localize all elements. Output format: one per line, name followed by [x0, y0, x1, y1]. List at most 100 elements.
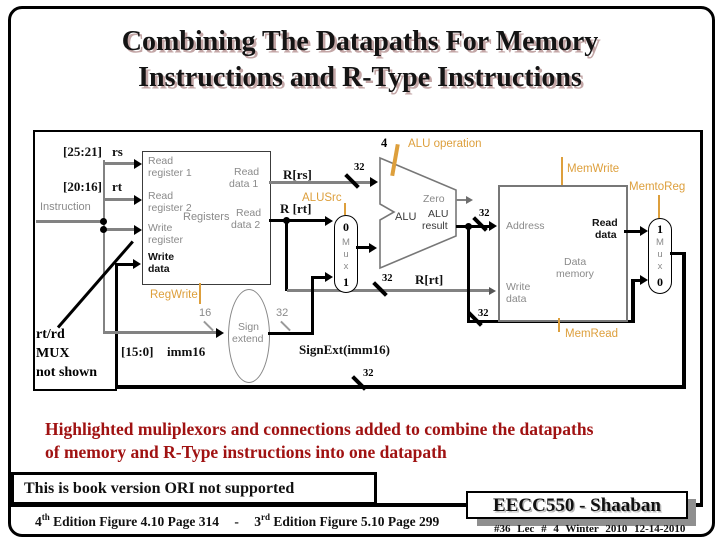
data-memory-label: Data	[564, 256, 587, 268]
alu-result-label: ALU	[428, 208, 449, 220]
rs-bits-label: [25:21]	[63, 144, 102, 159]
wire-mux1-to-alu	[356, 246, 372, 249]
r-rt2-label: R[rt]	[415, 272, 444, 287]
wire-r-rt	[269, 219, 329, 222]
memtoreg-tick	[658, 195, 660, 218]
mux-input-0: 0	[343, 220, 349, 234]
memwrite-tick	[561, 157, 563, 185]
mux-input-1: 1	[657, 222, 663, 236]
instruction-bus	[102, 160, 105, 333]
arrowhead	[370, 177, 378, 187]
alusrc-label: ALUSrc	[302, 192, 342, 204]
highlight-text2: of memory and R-Type instructions into o…	[45, 442, 447, 462]
bus-width-32: 32	[354, 162, 365, 173]
bus-width-32: 32	[276, 307, 289, 319]
arrowhead	[489, 221, 497, 231]
edition-3: 3	[254, 514, 262, 529]
bus-width-32: 32	[363, 368, 374, 379]
data-memory-label2: memory	[556, 268, 594, 280]
read-data-1-label: Read	[234, 166, 260, 178]
read-register-1-label: Read	[148, 155, 174, 167]
rt-bits-label: [20:16]	[63, 179, 102, 194]
wire-r-rt-down	[285, 220, 288, 291]
address-label: Address	[506, 220, 545, 232]
brand-box: EECC550 - Shaaban	[466, 491, 688, 519]
alu-shape	[379, 156, 457, 270]
rs-label: rs	[112, 144, 123, 159]
memtoreg-mux: 1 M u x 0	[648, 218, 672, 294]
wire-imm16	[103, 331, 218, 334]
edition-4-text: Edition Figure 4.10 Page 314	[49, 514, 220, 529]
edition-line: 4th Edition Figure 4.10 Page 314 - 3rd E…	[35, 513, 439, 529]
register-file-block: Read register 1 Read data 1 Read registe…	[142, 151, 271, 285]
mem-write-data-label: Write	[506, 281, 531, 293]
imm-bits-label: [15:0]	[121, 344, 154, 359]
read-register-2-label2: register 2	[148, 202, 192, 214]
arrowhead	[369, 242, 377, 253]
r-rt-label: R [rt]	[280, 201, 312, 216]
footer-meta: #36 Lec # 4 Winter 2010 12-14-2010	[494, 523, 686, 535]
mux-letter-x: x	[657, 261, 663, 272]
mux-input-1: 1	[343, 275, 349, 289]
r-rs-label: R[rs]	[283, 167, 312, 182]
read-data-2-label: Read	[236, 207, 262, 219]
wire-read-data-to-mux	[624, 229, 642, 233]
bus-width-32: 32	[479, 208, 490, 219]
bus-width-16: 16	[199, 307, 212, 319]
rtrd-note: rt/rd	[36, 327, 65, 342]
wire-mux2-out	[670, 251, 685, 255]
mux-input-0: 0	[657, 275, 663, 289]
rtrd-note3: not shown	[36, 365, 98, 380]
mux-letter-m: M	[342, 237, 350, 248]
diagram-frame	[33, 130, 702, 132]
wire-bypass-stub	[631, 278, 643, 282]
page-title-line2: Instructions and R-Type Instructions	[138, 62, 582, 93]
wire-signext-up	[311, 276, 314, 335]
wire-bypass-up	[631, 280, 635, 323]
read-data-1-label2: data 1	[229, 178, 259, 190]
arrowhead	[640, 275, 648, 285]
wire-feedback-bottom	[114, 385, 686, 389]
bus-width-32: 32	[382, 273, 393, 284]
sign-extend-label2: extend	[232, 333, 264, 345]
brand-text: EECC550 - Shaaban	[493, 495, 661, 516]
edition-dash: -	[234, 514, 239, 529]
junction-dot	[100, 226, 107, 233]
slide-border	[8, 6, 715, 537]
edition-4-sup: th	[41, 512, 50, 522]
memwrite-label: MemWrite	[567, 163, 620, 175]
mem-write-data-label2: data	[506, 293, 527, 305]
rtrd-note2: MUX	[36, 346, 70, 361]
alusrc-mux: 0 M u x 1	[334, 215, 358, 293]
rt-label: rt	[112, 179, 123, 194]
write-data-label2: data	[148, 263, 170, 275]
sign-extend-oval: Sign extend	[228, 289, 270, 383]
wire-alu-result	[456, 224, 494, 228]
wire-bypass-down	[466, 226, 470, 323]
arrowhead	[325, 272, 333, 282]
wire-signext-stub	[311, 275, 327, 279]
edition-3-sup: rd	[261, 512, 271, 522]
regwrite-tick	[199, 283, 201, 304]
ori-note-box: This is book version ORI not supported	[11, 472, 377, 505]
arrowhead	[640, 226, 648, 236]
imm16-label: imm16	[167, 344, 206, 359]
memread-tick	[558, 318, 560, 332]
wire-signext-out	[268, 332, 314, 335]
zero-label: Zero	[423, 193, 445, 205]
instruction-label: Instruction	[40, 201, 91, 213]
ori-note-text: This is book version ORI not supported	[24, 480, 295, 497]
write-register-label2: register	[148, 234, 184, 246]
instruction-wire	[36, 220, 103, 223]
arrowhead	[466, 196, 473, 204]
wire-feedback-left	[114, 264, 118, 388]
mux-letter-x: x	[343, 261, 349, 272]
wire-r-rs	[269, 181, 372, 184]
diagram-frame-right	[700, 130, 703, 506]
footer-rule	[11, 503, 703, 507]
registers-label: Registers	[183, 211, 230, 223]
bus-width-32: 32	[478, 308, 489, 319]
page-title: Combining The Datapaths For Memory	[121, 26, 599, 57]
arrowhead	[216, 327, 224, 338]
